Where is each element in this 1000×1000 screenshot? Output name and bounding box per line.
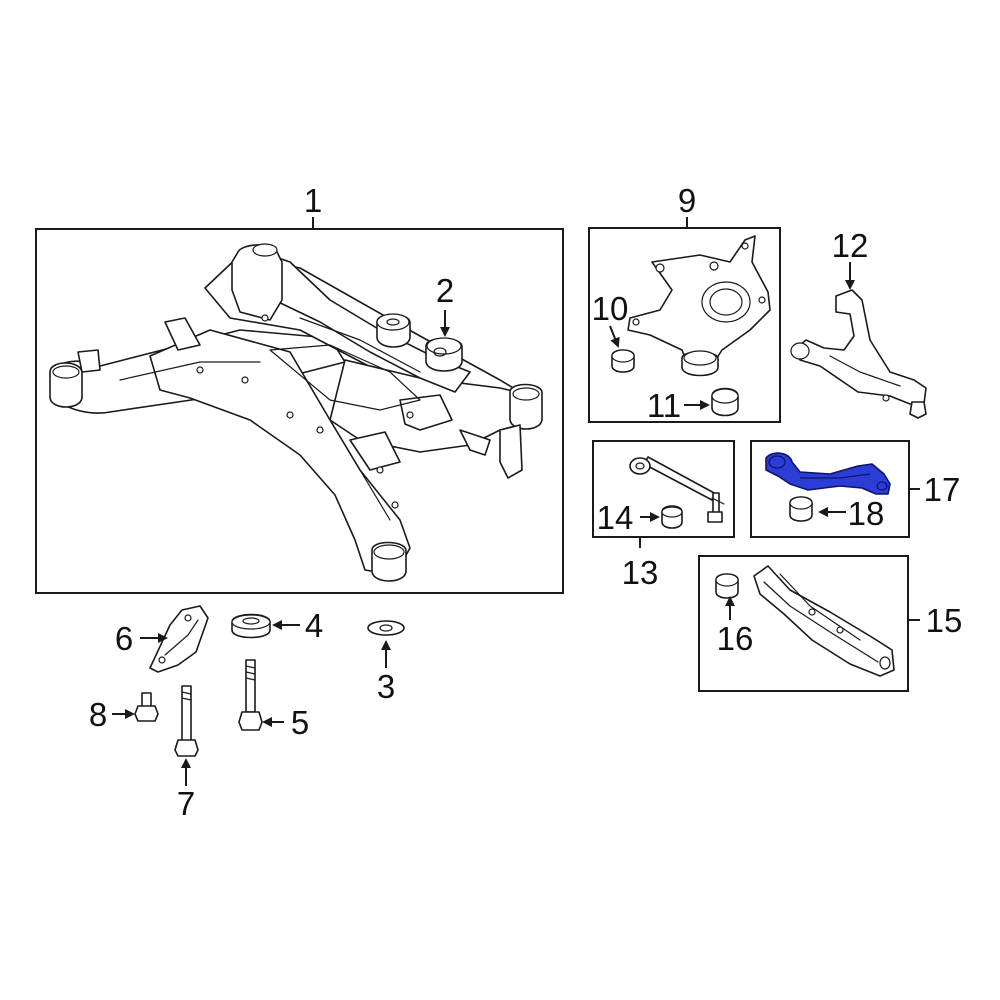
arm-17-group: 17 18 xyxy=(750,440,961,538)
link-box xyxy=(592,440,735,538)
bushing-11-drawing[interactable] xyxy=(711,387,739,417)
bushing-10-drawing[interactable] xyxy=(611,349,635,373)
callout-11[interactable]: 11 xyxy=(647,387,681,424)
callout-3[interactable]: 3 xyxy=(377,668,395,705)
bushing-16-drawing[interactable] xyxy=(715,573,739,599)
lower-arm-15-drawing[interactable] xyxy=(753,565,895,677)
callout-2[interactable]: 2 xyxy=(436,272,454,309)
lower-arm-group: 15 16 xyxy=(698,555,963,692)
callout-16[interactable]: 16 xyxy=(717,620,754,657)
callout-14[interactable]: 14 xyxy=(597,499,634,536)
callout-17[interactable]: 17 xyxy=(924,471,961,508)
callout-9[interactable]: 9 xyxy=(678,182,696,219)
bolt-5-drawing[interactable] xyxy=(238,659,263,731)
subframe-drawing[interactable] xyxy=(49,243,543,582)
callout-4[interactable]: 4 xyxy=(305,607,323,644)
bolt-8-drawing[interactable] xyxy=(134,692,159,722)
upper-arm-12-drawing[interactable] xyxy=(790,289,927,419)
callout-7[interactable]: 7 xyxy=(177,785,195,822)
link-13-drawing[interactable] xyxy=(629,456,725,523)
callout-13[interactable]: 13 xyxy=(622,554,659,591)
arm-17-drawing[interactable] xyxy=(765,452,891,495)
knuckle-box xyxy=(588,227,781,423)
callout-18[interactable]: 18 xyxy=(848,495,885,532)
bushing-14-drawing[interactable] xyxy=(661,505,683,529)
bushing-2-drawing[interactable] xyxy=(376,313,463,372)
callout-10-arrow xyxy=(609,325,620,348)
callout-5[interactable]: 5 xyxy=(291,704,309,741)
callout-6[interactable]: 6 xyxy=(115,620,133,657)
knuckle-group: 9 10 11 xyxy=(588,182,781,424)
link-group: 13 14 xyxy=(592,440,735,591)
bolt-7-drawing[interactable] xyxy=(174,685,199,757)
callout-10[interactable]: 10 xyxy=(592,290,629,327)
callout-8[interactable]: 8 xyxy=(89,696,107,733)
lower-arm-box xyxy=(698,555,909,692)
callout-15[interactable]: 15 xyxy=(926,602,963,639)
callout-1[interactable]: 1 xyxy=(304,182,322,219)
subframe-group: 1 xyxy=(35,182,564,594)
washer-3-drawing[interactable] xyxy=(367,620,405,636)
knuckle-drawing[interactable] xyxy=(627,235,771,377)
callout-12[interactable]: 12 xyxy=(832,227,869,264)
subframe-box xyxy=(35,228,564,594)
bracket-6-drawing[interactable] xyxy=(149,605,209,673)
washer-4-drawing[interactable] xyxy=(231,613,271,639)
bushing-18-drawing[interactable] xyxy=(789,496,813,522)
